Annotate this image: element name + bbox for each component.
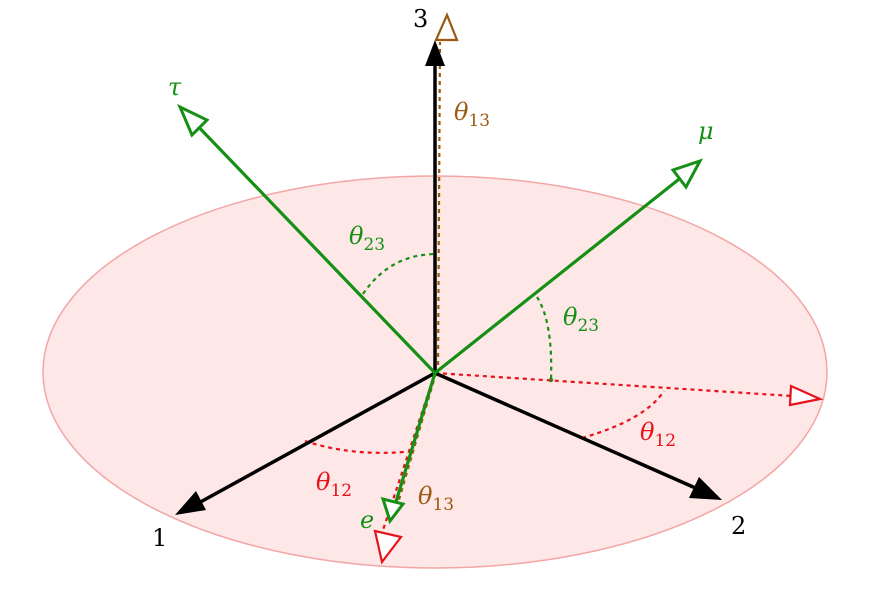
- axis-3-arrowhead: [425, 40, 445, 66]
- theta12-label-right: θ12: [640, 418, 676, 451]
- projection-arrowhead-right: [788, 384, 824, 407]
- axis-2-arrowhead: [689, 477, 722, 500]
- theta12-arc-left: [304, 439, 405, 454]
- tau-label: τ: [168, 73, 182, 101]
- theta23-arc-mu: [536, 296, 553, 381]
- theta13-line-vertical: [436, 41, 442, 374]
- theta12-label-left: θ12: [316, 468, 352, 501]
- theta23-arc-vertical: [362, 252, 438, 295]
- axis-1-arrowhead: [175, 491, 206, 515]
- axis-2-line: [434, 371, 701, 492]
- axis-2-label: 2: [731, 512, 746, 540]
- theta23-label-left: θ23: [349, 222, 385, 255]
- theta13-label-bottom: θ13: [418, 482, 454, 515]
- mu-arrowhead: [670, 158, 704, 190]
- theta12-arc-right: [581, 390, 665, 440]
- theta23-label-right: θ23: [563, 303, 599, 336]
- axis-1-line: [194, 371, 436, 507]
- e-label: e: [360, 506, 374, 534]
- tau-arrowhead: [177, 103, 210, 138]
- tau-vector-line: [188, 116, 437, 375]
- theta13-arrowhead-top: [434, 12, 459, 42]
- e-arrowhead: [380, 496, 406, 525]
- projection-line-right: [434, 371, 809, 399]
- axis-1-label: 1: [152, 524, 167, 552]
- theta13-label-top: θ13: [454, 98, 490, 131]
- projection-arrowhead-down: [373, 529, 403, 565]
- e-vector-line: [393, 372, 437, 506]
- mu-vector-line: [434, 170, 689, 375]
- axis-3-label: 3: [413, 5, 428, 33]
- mu-label: μ: [698, 117, 714, 145]
